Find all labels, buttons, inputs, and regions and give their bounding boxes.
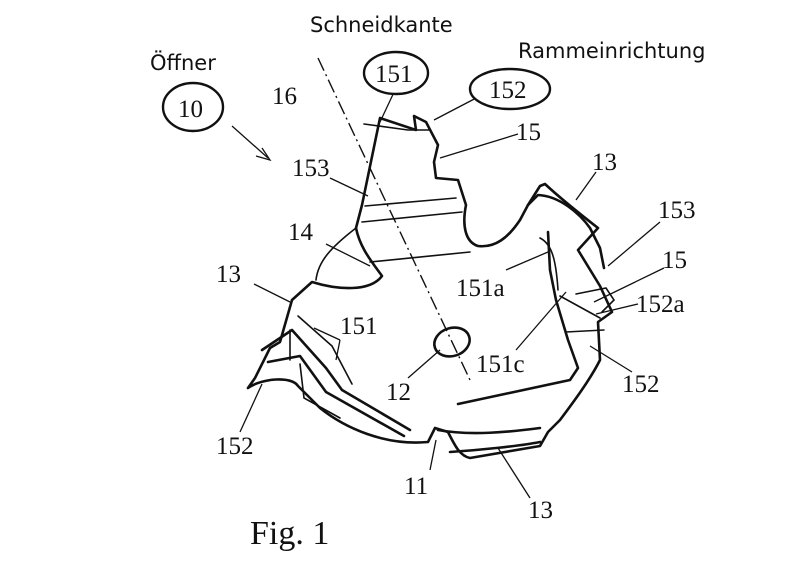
leader-lines [231,87,665,499]
leader-151a [505,251,549,271]
left-wing [260,328,412,438]
ref-13-bottom: 13 [528,497,553,524]
bottom-flange [436,426,542,454]
labels: Schneidkante Rammeinrichtung Öffner 10 1… [150,13,705,552]
ring-151 [362,50,430,96]
leader-152-top [433,95,481,121]
ref-152a: 152a [636,291,685,318]
ref-153-left: 153 [292,155,330,182]
leader-14 [325,243,371,267]
label-oeffner: Öffner [150,50,216,75]
ref-15-right: 15 [662,247,687,274]
part-outline [246,114,614,460]
leader-152-left [239,383,263,433]
leader-151c [515,291,567,351]
leader-11 [429,439,437,471]
ref-14: 14 [288,219,314,246]
ref-12: 12 [386,379,411,406]
ref-10: 10 [178,96,203,123]
ref-13-top-right: 13 [592,149,617,176]
axis-line [317,57,471,381]
leader-153-left [329,177,369,197]
label-rammeinrichtung: Rammeinrichtung [518,39,705,63]
circled-refs [161,50,552,133]
upper-tab-edge [361,123,471,263]
leader-15-right [593,267,665,303]
ring-10 [161,81,225,133]
leader-152a [595,303,639,315]
label-schneidkante: Schneidkante [310,13,453,37]
ref-151-circled: 151 [375,61,413,88]
leader-10 [231,125,269,159]
leader-12 [407,349,441,379]
ref-15-top: 15 [516,119,541,146]
ref-151a: 151a [456,275,505,302]
ring-152 [468,67,552,111]
ref-152-left: 152 [216,433,254,460]
leader-151-left [313,327,341,361]
arrowhead-10 [255,147,272,162]
ref-152-right: 152 [622,371,660,398]
leader-152-right [589,345,633,373]
ref-13-left: 13 [216,261,241,288]
ref-16: 16 [272,83,297,110]
ref-11: 11 [404,473,428,500]
leader-13-left [253,283,291,303]
leader-15-top [439,133,519,159]
opener-part [246,57,616,460]
ref-151-left: 151 [340,313,378,340]
ref-151c: 151c [476,351,525,378]
left-notch-fold [297,227,357,385]
ref-153-right: 153 [658,197,696,224]
left-wing-inner [289,329,341,419]
right-arm-inner [539,237,616,333]
ref-152-circled: 152 [489,77,527,104]
figure-caption: Fig. 1 [250,515,329,552]
center-hole [433,326,471,358]
right-arm [456,193,606,406]
leader-153-right [607,221,661,267]
leader-13-bottom [497,447,531,499]
leader-13-top [575,171,597,201]
